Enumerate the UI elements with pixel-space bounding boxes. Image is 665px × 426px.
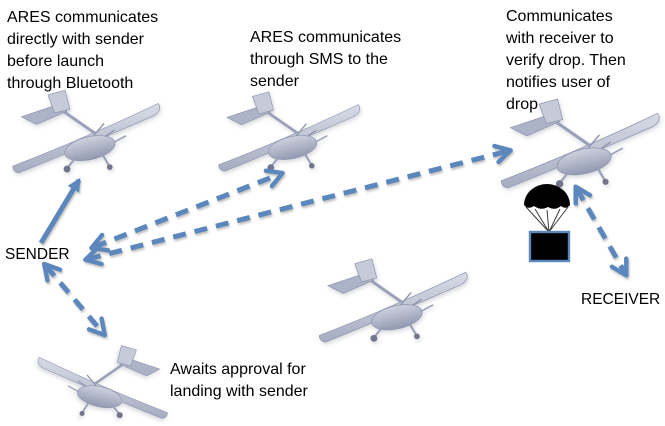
sender-label: SENDER: [5, 246, 70, 263]
arrow-sender-landing-uav-dashed: [42, 261, 107, 338]
note-line: drop: [506, 96, 539, 113]
note-line: landing with sender: [170, 383, 308, 400]
note-line: Awaits approval for: [170, 361, 306, 378]
arrow-drop-uav-receiver-dashed: [573, 184, 629, 278]
note-drop: Communicates with receiver to verify dro…: [506, 6, 626, 116]
note-line: through SMS to the: [250, 51, 388, 68]
parachute-canopy: [524, 184, 570, 209]
note-line: ARES communicates: [250, 29, 402, 46]
arrow-sender-to-bluetooth-uav: [38, 177, 82, 245]
package-box: [528, 230, 571, 263]
note-line: verify drop. Then: [506, 52, 626, 69]
arrow-sender-sms-uav-dashed: [89, 168, 285, 253]
note-line: sender: [250, 73, 299, 90]
arrow-sender-drop-uav-dashed: [83, 143, 513, 267]
parachute-package-icon: [524, 184, 571, 263]
note-line: Communicates: [506, 8, 613, 25]
note-line: directly with sender: [7, 31, 144, 48]
receiver-label: RECEIVER: [581, 291, 661, 308]
note-line: with receiver to: [506, 30, 614, 47]
shroud-lines: [525, 206, 569, 233]
note-line: ARES communicates: [7, 9, 159, 26]
note-line: before launch: [7, 53, 104, 70]
note-line: through Bluetooth: [7, 75, 134, 92]
note-bluetooth: ARES communicates directly with sender b…: [7, 7, 158, 95]
note-line: notifies user of: [506, 74, 611, 91]
note-sms: ARES communicates through SMS to the sen…: [250, 27, 401, 93]
note-landing: Awaits approval for landing with sender: [170, 359, 308, 403]
